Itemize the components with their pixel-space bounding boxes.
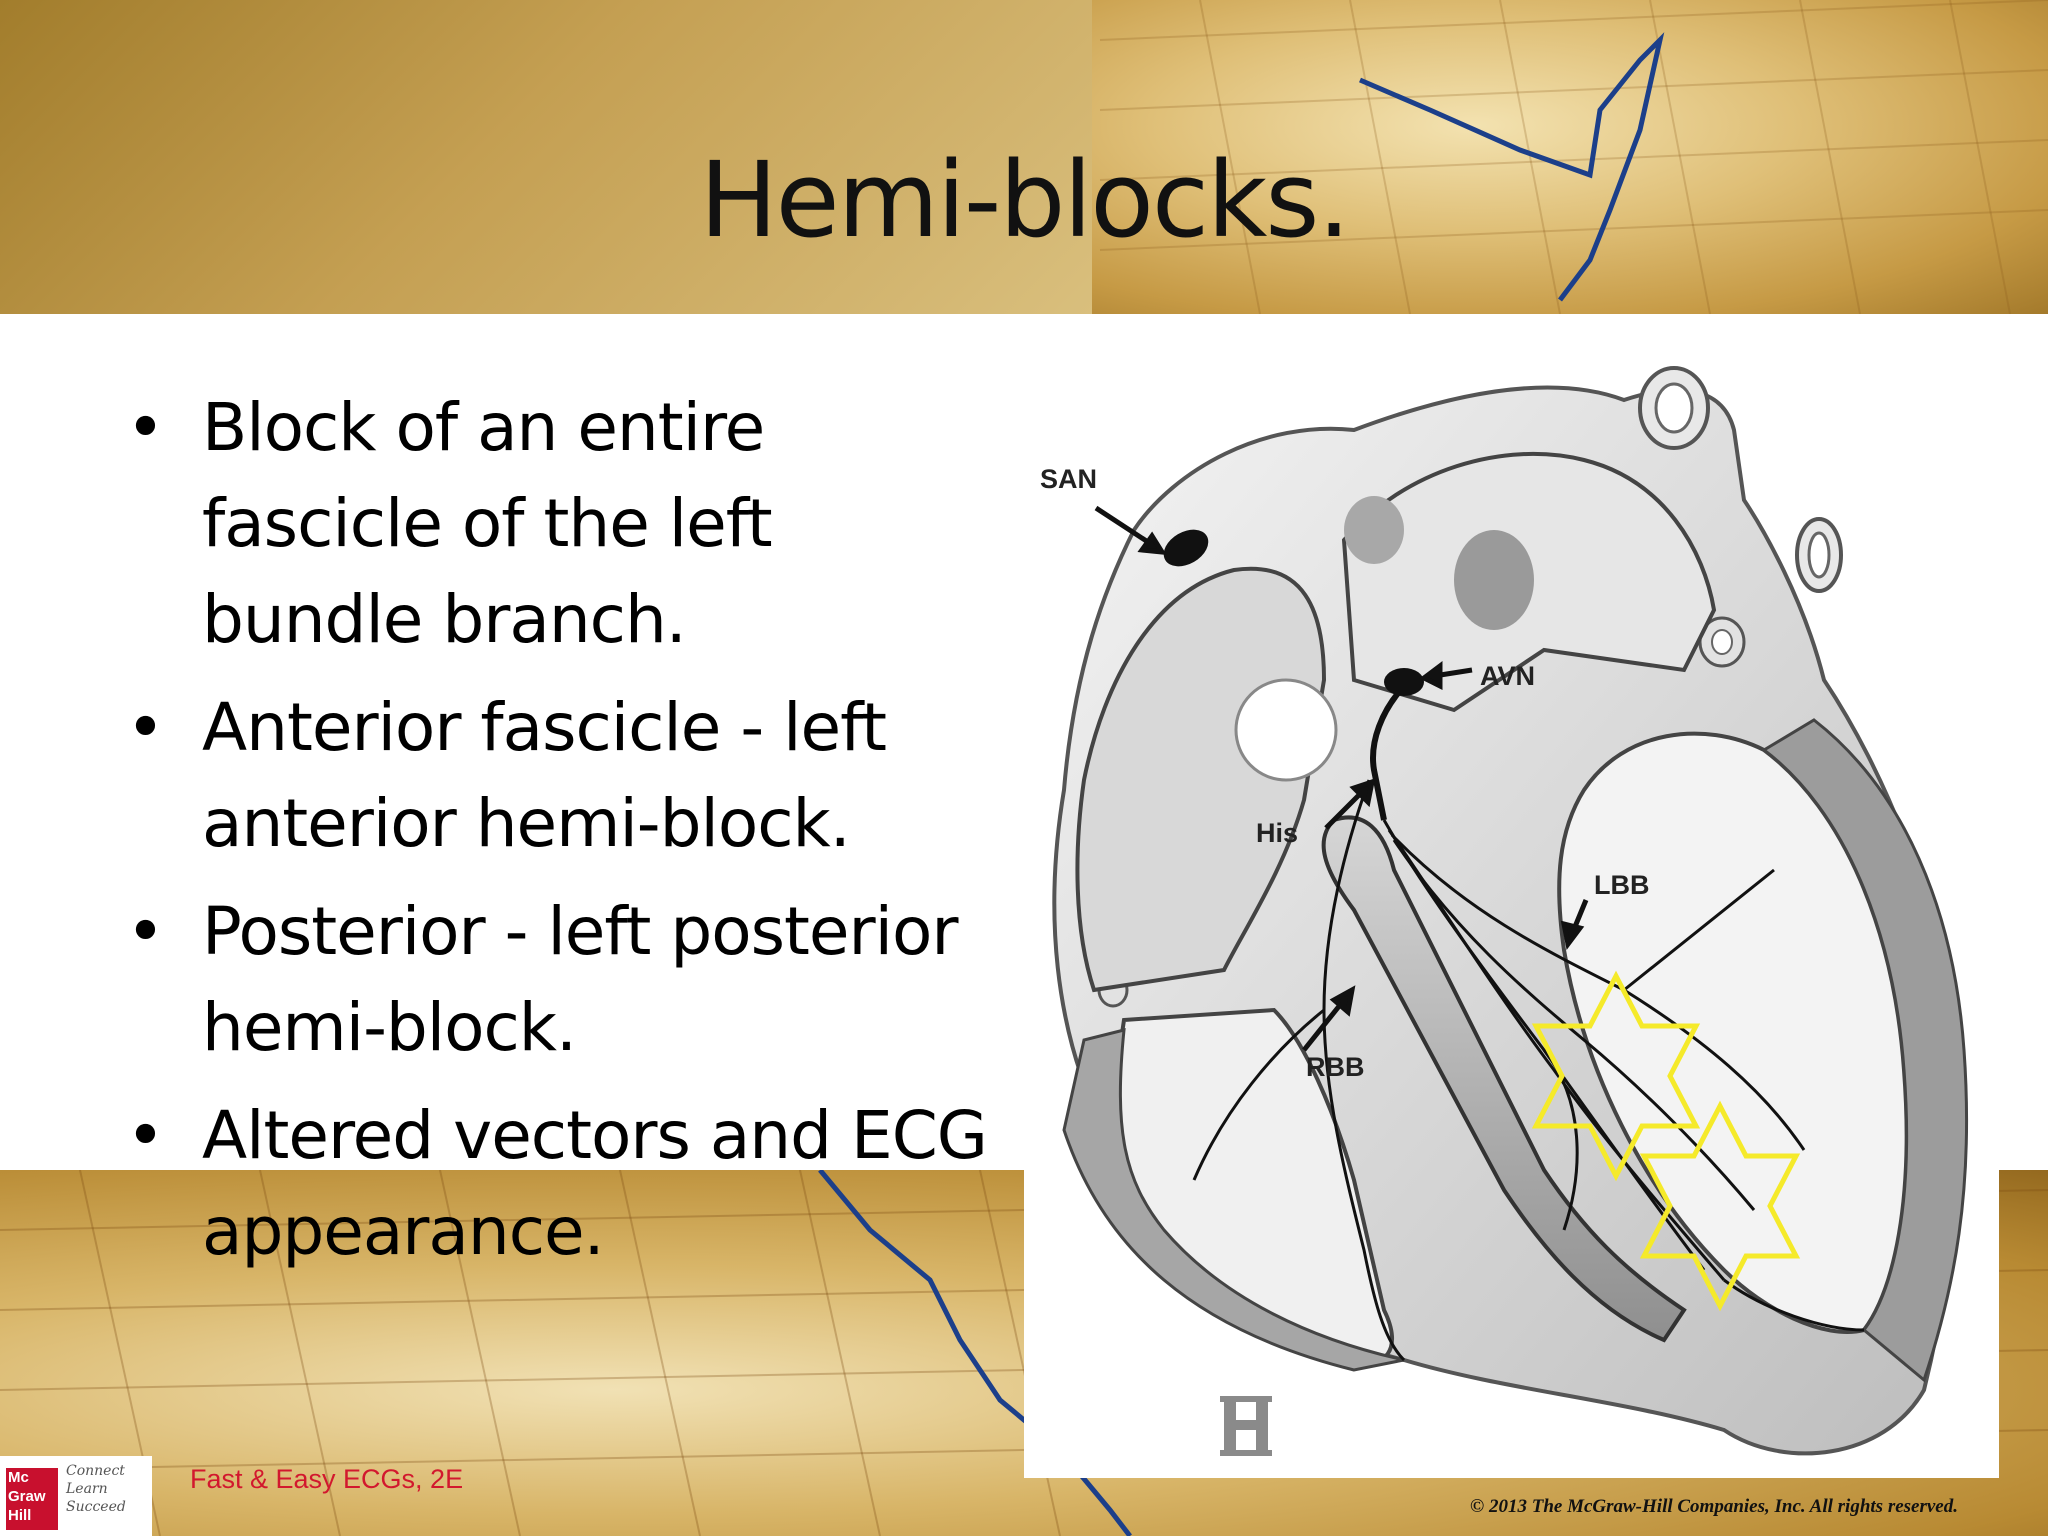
header-ecg-grid: [1099, 0, 2048, 314]
copyright-notice: © 2013 The McGraw-Hill Companies, Inc. A…: [1470, 1496, 1958, 1517]
his-bundle: [1370, 690, 1402, 821]
bullet-item: • Altered vectors and ECG appearance.: [120, 1088, 1000, 1280]
tagline-word: Learn: [66, 1481, 108, 1497]
header-gold-panel: [0, 0, 1092, 314]
bullet-item: • Anterior fascicle - left anterior hemi-…: [120, 680, 1000, 872]
tagline-word: Connect: [66, 1463, 125, 1479]
label-rbb: RBB: [1306, 1052, 1365, 1082]
header-banner: [0, 0, 2048, 314]
rbb-fibers: [1192, 779, 1406, 1362]
lv-wall: [1761, 718, 1969, 1383]
bullet-text: Altered vectors and ECG appearance.: [202, 1097, 988, 1270]
book-title: Fast & Easy ECGs, 2E: [190, 1464, 464, 1494]
illustrator-mark-icon: [1220, 1396, 1272, 1456]
septum: [1321, 815, 1687, 1343]
bullet-text: Block of an entire fascicle of the left …: [202, 389, 773, 658]
label-arrows: [1094, 505, 1589, 1052]
bullet-dot: •: [126, 689, 165, 766]
label-san: SAN: [1040, 464, 1097, 494]
label-his: His: [1256, 818, 1298, 848]
label-avn: AVN: [1480, 661, 1535, 691]
bullet-dot: •: [126, 1097, 165, 1174]
bullet-dot: •: [126, 893, 165, 970]
right-atrium: [1075, 566, 1327, 993]
bullet-item: • Posterior - left posterior hemi-block.: [120, 884, 1000, 1076]
logo-line: Graw: [8, 1488, 46, 1505]
logo-line: Mc: [8, 1469, 29, 1486]
highlight-star-icon: [1531, 970, 1701, 1182]
avn-node: [1384, 668, 1424, 696]
highlight-star-icon: [1639, 1100, 1801, 1312]
bullet-list: • Block of an entire fascicle of the left…: [120, 380, 1000, 1292]
san-node: [1163, 529, 1209, 567]
bullet-dot: •: [126, 389, 165, 466]
heart-illustration: SAN AVN His LBB RBB: [1040, 366, 1969, 1456]
bullet-text: Anterior fascicle - left anterior hemi-b…: [202, 689, 887, 862]
bullet-item: • Block of an entire fascicle of the left…: [120, 380, 1000, 668]
rv-wall: [1062, 1028, 1405, 1372]
heart-conduction-diagram: SAN AVN His LBB RBB: [1024, 350, 1999, 1478]
label-lbb: LBB: [1594, 870, 1650, 900]
publisher-logo: Mc Graw Hill Connect Learn Succeed: [0, 1456, 152, 1536]
logo-line: Hill: [8, 1507, 32, 1524]
mcgraw-hill-mark: Mc Graw Hill: [6, 1468, 58, 1530]
header-ecg-photo: [1092, 0, 2048, 314]
slide-title: Hemi-blocks.: [699, 139, 1350, 261]
logo-tagline: Connect Learn Succeed: [66, 1462, 126, 1516]
tagline-word: Succeed: [66, 1499, 126, 1515]
bullet-text: Posterior - left posterior hemi-block.: [202, 893, 958, 1066]
